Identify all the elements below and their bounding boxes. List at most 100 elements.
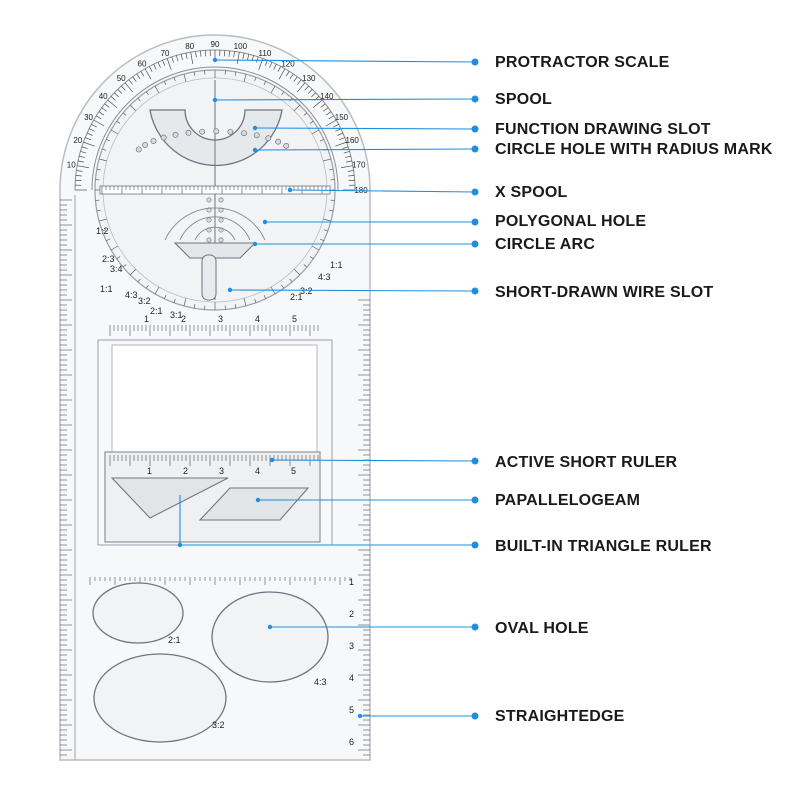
- ratio-mark: 1:2: [96, 226, 109, 236]
- short-ruler-number: 1: [147, 466, 152, 476]
- disc-tick: [254, 298, 257, 303]
- protractor-tick: [297, 82, 306, 93]
- disc-tick: [102, 229, 107, 232]
- protractor-tick: [128, 79, 133, 85]
- disc-tick: [183, 298, 187, 307]
- short-ruler-number: 5: [291, 466, 296, 476]
- callout-line: [214, 59, 476, 63]
- protractor-tick: [171, 56, 174, 63]
- disc-tick: [102, 148, 107, 151]
- mid-ruler-number: 2: [181, 314, 186, 324]
- disc-tick: [234, 304, 237, 309]
- protractor-tick: [256, 56, 259, 63]
- label-papallelogeam: PAPALLELOGEAM: [495, 492, 641, 509]
- disc-tick: [289, 278, 293, 283]
- callout-dot-end: [471, 623, 479, 631]
- circle-hole: [206, 237, 212, 243]
- label-circle-hole-radius-mark: CIRCLE HOLE WITH RADIUS MARK: [495, 141, 773, 158]
- short-ruler-number: 3: [219, 466, 224, 476]
- protractor-tick: [278, 68, 286, 80]
- callout-dot-end: [471, 95, 479, 103]
- disc-tick: [263, 294, 267, 299]
- mid-ruler-number: 4: [255, 314, 260, 324]
- disc-tick: [96, 168, 101, 171]
- callout-dot-start: [227, 287, 233, 293]
- label-spool: SPOOL: [495, 91, 553, 108]
- circle-hole: [185, 129, 192, 136]
- callout-dot-start: [262, 219, 268, 225]
- circle-hole: [275, 138, 282, 145]
- disc-tick: [254, 77, 257, 82]
- protractor-tick: [89, 128, 95, 132]
- disc-tick: [137, 97, 141, 102]
- lower-straightedge-ticks: [89, 577, 351, 585]
- callout-dot-start: [252, 147, 258, 153]
- disc-tick: [309, 256, 314, 260]
- protractor-tick: [323, 107, 329, 112]
- callout-dot-start: [212, 97, 218, 103]
- protractor-tick: [104, 103, 110, 108]
- short-drawn-wire-slot-shape: [201, 254, 217, 301]
- label-polygonal-hole: POLYGONAL HOLE: [495, 213, 647, 230]
- disc-tick: [319, 138, 324, 142]
- disc-ticks: [95, 70, 335, 310]
- label-protractor-scale: PROTRACTOR SCALE: [495, 54, 670, 71]
- disc-tick: [193, 304, 196, 309]
- protractor-tick: [86, 132, 93, 136]
- callout-dot-end: [471, 457, 479, 465]
- right-ruler-number: 2: [349, 609, 354, 619]
- oval-ratio-mark: 3:2: [212, 720, 225, 730]
- short-ruler-number: 2: [183, 466, 188, 476]
- disc-tick: [163, 81, 167, 86]
- disc-tick: [98, 158, 107, 162]
- protractor-tick: [304, 85, 309, 91]
- protractor-tick: [311, 92, 316, 98]
- protractor-tick: [83, 141, 95, 147]
- protractor-tick: [307, 89, 313, 94]
- mid-ruler-number: 3: [218, 314, 223, 324]
- protractor-number: 110: [259, 49, 272, 58]
- protractor-number: 70: [161, 49, 170, 58]
- disc-tick: [243, 73, 247, 82]
- oval-hole-medium: [211, 591, 329, 683]
- oval-hole-small: [92, 582, 184, 644]
- protractor-tick: [79, 155, 86, 158]
- disc-tick: [270, 85, 276, 94]
- protractor-tick: [345, 160, 353, 163]
- protractor-tick: [144, 68, 152, 80]
- protractor-tick: [157, 61, 161, 68]
- label-function-drawing-slot: FUNCTION DRAWING SLOT: [495, 121, 711, 138]
- circle-hole: [150, 138, 157, 144]
- protractor-tick: [162, 60, 166, 66]
- protractor-tick: [190, 52, 194, 65]
- callout-dot-start: [287, 187, 293, 193]
- protractor-tick: [340, 165, 353, 169]
- right-ruler-number: 4: [349, 673, 354, 683]
- callout-lines: [177, 57, 479, 720]
- ratio-mark: 4:3: [318, 272, 331, 282]
- protractor-tick: [312, 99, 323, 108]
- disc-tick: [154, 286, 160, 295]
- function-drawing-slot-shape: [149, 109, 283, 167]
- protractor-tick: [110, 96, 116, 101]
- callout-dot-end: [471, 541, 479, 549]
- callout-dot-end: [471, 218, 479, 226]
- label-short-drawn-wire-slot: SHORT-DRAWN WIRE SLOT: [495, 284, 714, 301]
- callout-dot-end: [471, 287, 479, 295]
- right-ruler-number: 3: [349, 641, 354, 651]
- protractor-tick: [228, 50, 230, 57]
- callout-dot-start: [252, 241, 258, 247]
- label-oval-hole: OVAL HOLE: [495, 620, 589, 637]
- ratio-mark: 3:2: [300, 286, 313, 296]
- protractor-tick: [339, 137, 345, 141]
- protractor-tick: [236, 52, 240, 65]
- disc-tick: [145, 284, 149, 289]
- protractor-tick: [277, 66, 282, 72]
- protractor-tick: [233, 51, 235, 58]
- circle-hole: [213, 128, 220, 135]
- disc-tick: [154, 85, 160, 94]
- protractor-tick: [185, 52, 188, 60]
